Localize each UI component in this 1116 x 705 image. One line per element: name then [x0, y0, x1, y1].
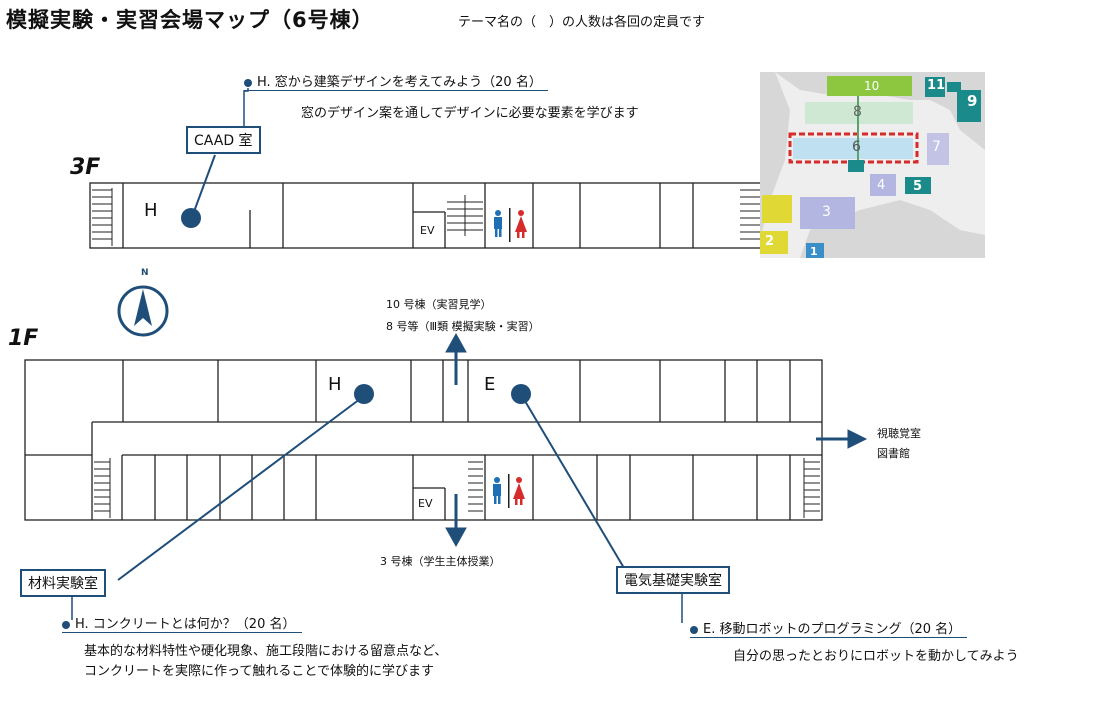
room-label-e-1f: E [484, 374, 496, 395]
restroom-icon-3f [494, 208, 527, 242]
building-4: 4 [877, 178, 886, 193]
stairs-1f-center [468, 461, 483, 512]
building-5: 5 [913, 179, 923, 194]
floor-label-1f: 1F [8, 326, 39, 351]
room-label-h-1f: H [328, 374, 342, 395]
floor-label-3f: 3F [70, 155, 101, 180]
theme-h3-title: H. 窓から建築デザインを考えてみよう（20 名） [244, 71, 548, 91]
ev-label-3f: EV [420, 224, 435, 237]
arrow-down [445, 494, 467, 548]
direction-down: 3 号棟（学生主体授業） [380, 555, 501, 568]
arrow-right [816, 429, 868, 449]
zairyo-location-dot [354, 384, 374, 404]
compass-icon [117, 285, 169, 337]
caad-leader-top [243, 88, 249, 126]
theme-h1-desc2: コンクリートを実際に作って触れることで体験的に学びます [84, 664, 434, 679]
building-11: 11 [927, 78, 946, 93]
theme-h3-title-text: H. 窓から建築デザインを考えてみよう（20 名） [257, 75, 542, 90]
campus-minimap [760, 72, 985, 258]
building-10: 10 [864, 79, 880, 93]
page-title: 模擬実験・実習会場マップ（6号棟） [6, 8, 374, 32]
building-6: 6 [852, 139, 861, 155]
theme-e1-title-text: E. 移動ロボットのプログラミング（20 名） [703, 622, 962, 637]
theme-h1-title: H. コンクリートとは何か？（20 名） [62, 613, 302, 633]
building-9: 9 [967, 92, 978, 110]
restroom-icon-1f [493, 474, 525, 508]
bullet-icon [690, 625, 698, 634]
theme-h3-desc: 窓のデザイン案を通してデザインに必要な要素を学びます [301, 106, 639, 121]
compass-label: N [141, 268, 149, 278]
direction-up-2: 8 号等（Ⅲ類 模擬実験・実習） [386, 320, 540, 333]
bullet-icon [62, 620, 70, 629]
bullet-icon [244, 78, 252, 87]
building-1: 1 [810, 245, 818, 258]
building-7: 7 [932, 139, 941, 155]
arrow-up [445, 332, 467, 385]
room-label-h-3f: H [144, 200, 158, 221]
denki-leader-line [521, 395, 625, 569]
caad-location-dot [181, 208, 201, 228]
direction-up-1: 10 号棟（実習見学） [386, 298, 492, 311]
stairs-3f-right [740, 189, 762, 240]
stairs-1f-left [94, 458, 111, 518]
caad-room-box: CAAD 室 [186, 126, 261, 154]
stairs-1f-right [803, 458, 820, 518]
caad-leader-line [191, 154, 216, 218]
ev-label-1f: EV [418, 497, 433, 510]
zairyo-leader-line [117, 395, 365, 581]
denki-location-dot [511, 384, 531, 404]
denki-room-box: 電気基礎実験室 [616, 566, 730, 594]
floor-plan-1f [24, 359, 823, 521]
theme-h1-title-text: H. コンクリートとは何か？（20 名） [75, 617, 296, 632]
theme-e1-desc: 自分の思ったとおりにロボットを動かしてみよう [733, 649, 1019, 664]
theme-e1-title: E. 移動ロボットのプログラミング（20 名） [690, 618, 968, 638]
capacity-note: テーマ名の（ ）の人数は各回の定員です [458, 15, 706, 30]
zairyo-room-box: 材料実験室 [20, 569, 106, 597]
building-3: 3 [822, 204, 831, 220]
stairs-3f-center [447, 195, 483, 236]
building-8: 8 [853, 104, 862, 120]
direction-right-2: 図書館 [877, 447, 910, 460]
stairs-3f-left [92, 188, 113, 246]
direction-right-1: 視聴覚室 [877, 427, 921, 440]
theme-h1-desc1: 基本的な材料特性や硬化現象、施工段階における留意点など、 [84, 644, 448, 659]
building-2: 2 [765, 234, 775, 249]
